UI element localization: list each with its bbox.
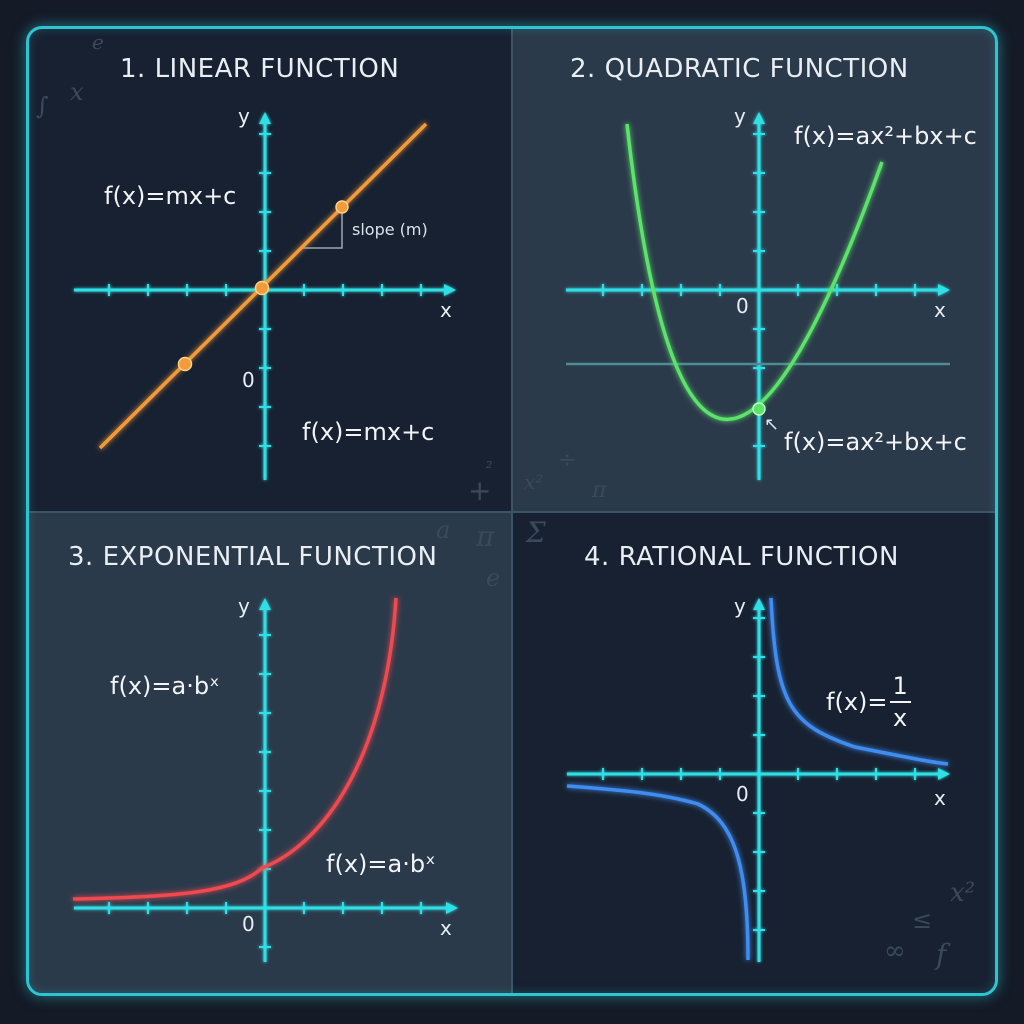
- rational-numerator: 1: [889, 674, 911, 703]
- deco-symbol: +: [468, 474, 492, 507]
- rational-branch-left: [566, 784, 750, 961]
- linear-y-arrow: [259, 112, 271, 124]
- deco-symbol: x: [70, 78, 84, 106]
- rational-y-arrow: [753, 598, 765, 610]
- quadratic-y-arrow: [753, 112, 765, 124]
- quadratic-x-arrow: [938, 284, 950, 296]
- quadratic-origin-label: 0: [736, 294, 749, 318]
- linear-title: 1. LINEAR FUNCTION: [120, 54, 400, 84]
- deco-symbol: ∫: [36, 92, 49, 120]
- exponential-graph: [72, 597, 398, 901]
- deco-symbol: π: [476, 520, 495, 553]
- exponential-curve: [72, 597, 398, 901]
- rational-graph: [566, 597, 949, 961]
- quadratic-graph: [566, 123, 950, 421]
- exponential-title: 3. EXPONENTIAL FUNCTION: [68, 542, 438, 572]
- exponential-origin-label: 0: [242, 912, 255, 936]
- linear-formula-bottom: f(x)=mx+c: [302, 418, 435, 446]
- deco-symbol: π: [592, 478, 607, 503]
- exponential-y-label: y: [238, 594, 250, 618]
- horizontal-divider: [29, 511, 995, 513]
- linear-formula-top: f(x)=mx+c: [104, 182, 237, 210]
- linear-origin-label: 0: [242, 368, 255, 392]
- quadratic-formula-top: f(x)=ax²+bx+c: [794, 122, 977, 150]
- quadratic-vertex: [752, 402, 766, 416]
- outer-frame: [26, 26, 998, 996]
- deco-symbol: x²: [950, 878, 976, 908]
- quadratic-x-label: x: [934, 298, 946, 322]
- rational-origin-label: 0: [736, 782, 749, 806]
- rational-x-label: x: [934, 786, 946, 810]
- deco-symbol: a: [436, 516, 451, 544]
- quadratic-y-label: y: [734, 104, 746, 128]
- deco-symbol: ²: [486, 458, 493, 477]
- deco-symbol: ÷: [558, 448, 577, 473]
- linear-y-label: y: [238, 104, 250, 128]
- linear-point: [335, 200, 349, 214]
- linear-graph: [74, 122, 456, 450]
- exponential-y-arrow: [259, 598, 271, 610]
- slope-triangle: [303, 207, 343, 249]
- rational-x-arrow: [938, 768, 950, 780]
- deco-symbol: ≤: [912, 906, 933, 934]
- deco-symbol: ∞: [884, 936, 906, 966]
- linear-x-arrow: [444, 284, 456, 296]
- panel-rational: [512, 512, 995, 993]
- deco-symbol: f: [936, 938, 947, 971]
- panel-linear: [29, 29, 512, 512]
- exponential-x-arrow: [446, 902, 458, 914]
- exponential-x-label: x: [440, 916, 452, 940]
- rational-y-label: y: [734, 594, 746, 618]
- exponential-formula-top: f(x)=a·bˣ: [110, 672, 220, 700]
- rational-formula-prefix: f(x)=: [826, 688, 888, 716]
- linear-x-label: x: [440, 298, 452, 322]
- rational-denominator: x: [893, 704, 908, 732]
- slope-label: slope (m): [352, 220, 428, 239]
- deco-symbol: e: [92, 30, 104, 54]
- rational-title: 4. RATIONAL FUNCTION: [584, 542, 899, 572]
- quadratic-curve: [625, 123, 884, 421]
- deco-symbol: x²: [524, 470, 544, 494]
- quadratic-formula-bottom: f(x)=ax²+bx+c: [784, 428, 967, 456]
- quadratic-title: 2. QUADRATIC FUNCTION: [570, 54, 909, 84]
- vertex-arrow-icon: ↖: [764, 414, 780, 435]
- panel-quadratic: [512, 29, 995, 512]
- deco-symbol: Σ: [526, 516, 546, 549]
- deco-symbol: e: [486, 564, 501, 592]
- exponential-formula-bottom: f(x)=a·bˣ: [326, 850, 436, 878]
- linear-x-intercept: [177, 356, 193, 372]
- rational-branch-right: [769, 597, 949, 766]
- linear-y-intercept: [254, 280, 270, 296]
